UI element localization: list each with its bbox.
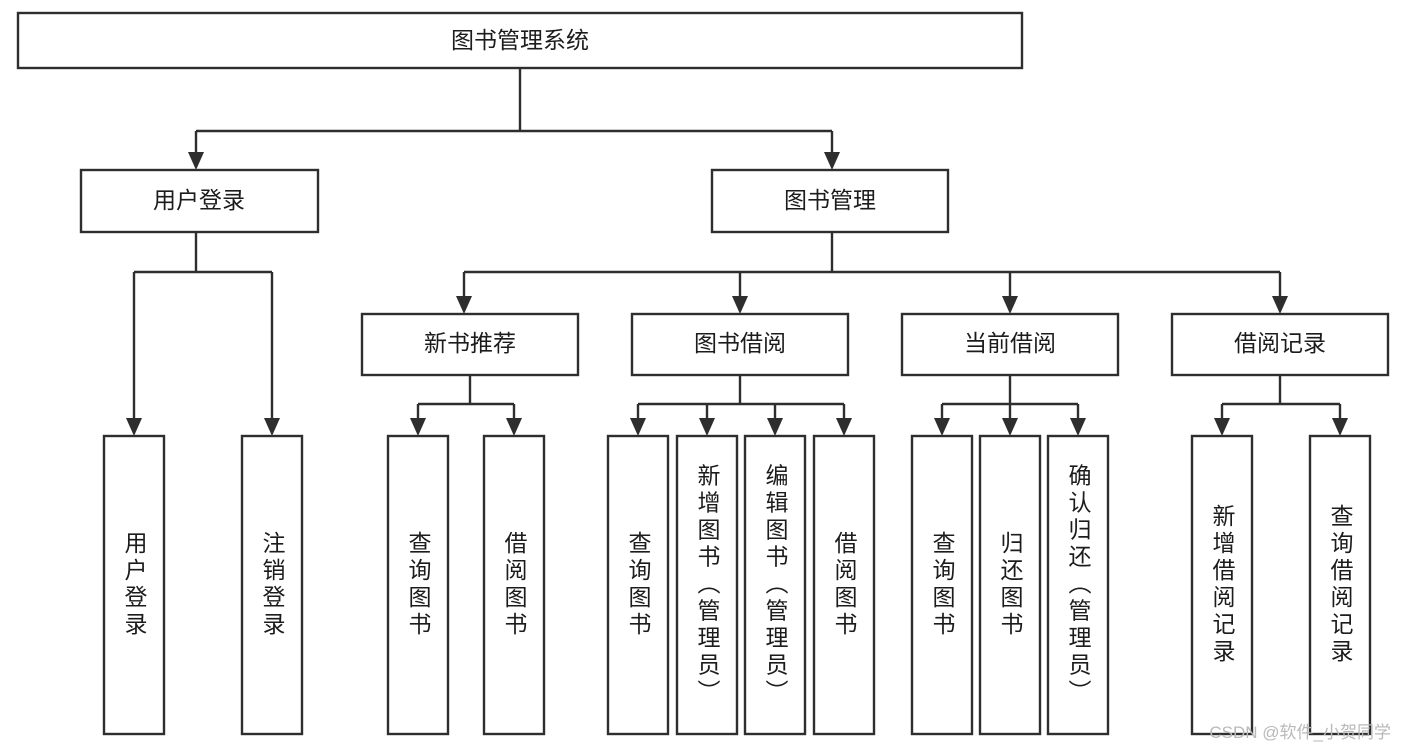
node-leaf-borrow-book-2-box[interactable]: [812, 434, 876, 736]
node-user-login-label: 用户登录: [153, 187, 245, 213]
node-leaf-user-login-box[interactable]: [102, 434, 166, 736]
arrow-head-leaf-user-logout: [264, 418, 280, 436]
node-book-borrow-box[interactable]: [630, 312, 850, 377]
node-leaf-borrow-book-2[interactable]: 借阅图书: [812, 434, 876, 736]
node-leaf-query-record[interactable]: 查询借阅记录: [1308, 434, 1372, 736]
node-leaf-query-book-1-label: 查询图书: [405, 531, 432, 639]
node-leaf-user-login[interactable]: 用户登录: [102, 434, 166, 736]
node-leaf-confirm-return[interactable]: 确认归还（管理员）: [1046, 434, 1110, 736]
arrow-head-leaf-query-record: [1332, 418, 1348, 436]
node-leaf-query-record-label: 查询借阅记录: [1327, 504, 1354, 666]
node-leaf-query-book-2-box[interactable]: [606, 434, 670, 736]
arrow-head-user-login: [188, 152, 204, 170]
connector-group-book-management: [456, 232, 1288, 314]
connector-group-user-login: [126, 232, 280, 436]
arrow-head-leaf-query-book-3: [934, 418, 950, 436]
node-leaf-edit-book-label: 编辑图书（管理员）: [762, 464, 789, 707]
arrow-head-book-management: [824, 152, 840, 170]
node-book-management-box[interactable]: [710, 168, 950, 234]
node-leaf-user-login-label: 用户登录: [121, 531, 148, 639]
arrow-head-leaf-query-book-2: [630, 418, 646, 436]
arrow-head-borrow-record: [1272, 296, 1288, 314]
node-leaf-add-record-box[interactable]: [1190, 434, 1254, 736]
node-leaf-borrow-book-2-label: 借阅图书: [831, 531, 858, 639]
connector-group-current-borrow: [934, 375, 1086, 436]
node-leaf-add-book-label: 新增图书（管理员）: [694, 464, 721, 707]
node-leaf-edit-book-box[interactable]: [743, 434, 807, 736]
connector-group-book-borrow: [630, 375, 852, 436]
node-borrow-record[interactable]: 借阅记录: [1170, 312, 1390, 377]
node-root-box[interactable]: [16, 11, 1024, 70]
node-book-borrow-label: 图书借阅: [694, 330, 786, 356]
connector-group-root: [188, 68, 840, 170]
node-leaf-query-book-1-box[interactable]: [386, 434, 450, 736]
node-leaf-query-book-1[interactable]: 查询图书: [386, 434, 450, 736]
node-leaf-query-record-box[interactable]: [1308, 434, 1372, 736]
arrow-head-leaf-user-login: [126, 418, 142, 436]
node-leaf-query-book-3-label: 查询图书: [929, 531, 956, 639]
node-leaf-edit-book[interactable]: 编辑图书（管理员）: [743, 434, 807, 736]
node-leaf-user-logout[interactable]: 注销登录: [240, 434, 304, 736]
arrow-head-leaf-return-book: [1002, 418, 1018, 436]
node-leaf-confirm-return-box[interactable]: [1046, 434, 1110, 736]
node-borrow-record-box[interactable]: [1170, 312, 1390, 377]
node-leaf-return-book-box[interactable]: [978, 434, 1042, 736]
node-book-borrow[interactable]: 图书借阅: [630, 312, 850, 377]
arrow-head-leaf-query-book-1: [410, 418, 426, 436]
arrow-head-book-borrow: [732, 296, 748, 314]
node-leaf-query-book-3[interactable]: 查询图书: [910, 434, 974, 736]
node-leaf-user-logout-box[interactable]: [240, 434, 304, 736]
arrow-head-new-book-recommend: [456, 296, 472, 314]
node-leaf-return-book-label: 归还图书: [997, 531, 1024, 639]
arrow-head-leaf-add-book: [699, 418, 715, 436]
node-leaf-query-book-2-label: 查询图书: [625, 531, 652, 639]
node-leaf-add-book-box[interactable]: [675, 434, 739, 736]
arrow-head-current-borrow: [1002, 296, 1018, 314]
node-leaf-add-record-label: 新增借阅记录: [1209, 504, 1236, 666]
node-leaf-borrow-book-1[interactable]: 借阅图书: [482, 434, 546, 736]
arrow-head-leaf-add-record: [1214, 418, 1230, 436]
node-user-login[interactable]: 用户登录: [79, 168, 320, 234]
arrow-head-leaf-borrow-book-1: [506, 418, 522, 436]
node-leaf-add-record[interactable]: 新增借阅记录: [1190, 434, 1254, 736]
node-new-book-recommend-box[interactable]: [360, 312, 580, 377]
connector-group-borrow-record: [1214, 375, 1348, 436]
node-root-label: 图书管理系统: [451, 27, 589, 53]
node-leaf-query-book-3-box[interactable]: [910, 434, 974, 736]
node-current-borrow-label: 当前借阅: [964, 330, 1056, 356]
node-user-login-box[interactable]: [79, 168, 320, 234]
node-root[interactable]: 图书管理系统: [16, 11, 1024, 70]
connector-group-new-book-recommend: [410, 375, 522, 436]
node-leaf-confirm-return-label: 确认归还（管理员）: [1065, 464, 1092, 707]
node-book-management-label: 图书管理: [784, 187, 876, 213]
node-new-book-recommend-label: 新书推荐: [424, 330, 516, 356]
arrow-head-leaf-borrow-book-2: [836, 418, 852, 436]
node-leaf-query-book-2[interactable]: 查询图书: [606, 434, 670, 736]
node-leaf-borrow-book-1-box[interactable]: [482, 434, 546, 736]
node-borrow-record-label: 借阅记录: [1234, 330, 1326, 356]
node-leaf-add-book[interactable]: 新增图书（管理员）: [675, 434, 739, 736]
arrow-head-leaf-confirm-return: [1070, 418, 1086, 436]
node-current-borrow-box[interactable]: [900, 312, 1120, 377]
node-book-management[interactable]: 图书管理: [710, 168, 950, 234]
node-new-book-recommend[interactable]: 新书推荐: [360, 312, 580, 377]
node-leaf-user-logout-label: 注销登录: [259, 531, 286, 639]
node-leaf-borrow-book-1-label: 借阅图书: [501, 531, 528, 639]
arrow-head-leaf-edit-book: [767, 418, 783, 436]
node-current-borrow[interactable]: 当前借阅: [900, 312, 1120, 377]
node-leaf-return-book[interactable]: 归还图书: [978, 434, 1042, 736]
